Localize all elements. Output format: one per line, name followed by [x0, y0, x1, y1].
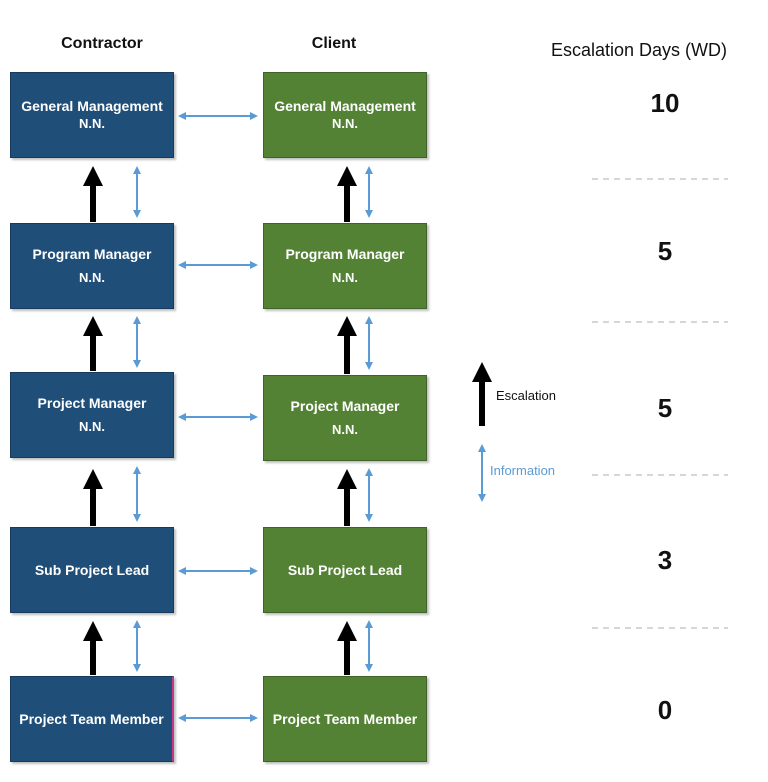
- box-name: N.N.: [332, 422, 358, 437]
- contractor-header: Contractor: [61, 35, 143, 52]
- contractor-project-manager-box: Project Manager N.N.: [10, 372, 174, 458]
- box-title: Sub Project Lead: [34, 561, 150, 578]
- legend-escalation-label: Escalation: [496, 388, 556, 403]
- box-name: N.N.: [332, 116, 358, 131]
- box-title: General Management: [21, 98, 163, 114]
- horizontal-information-arrows: [178, 112, 258, 722]
- client-header: Client: [311, 35, 357, 52]
- box-title: General Management: [274, 98, 416, 114]
- box-title: Project Team Member: [272, 710, 418, 727]
- client-project-team-member-box: Project Team Member: [263, 676, 427, 762]
- escalation-days-header: Escalation Days (WD): [551, 40, 728, 60]
- box-title: Project Manager: [37, 395, 147, 411]
- contractor-sub-project-lead-box: Sub Project Lead: [10, 527, 174, 613]
- box-name: N.N.: [332, 270, 358, 285]
- client-general-management-box: General Management N.N.: [263, 72, 427, 158]
- contractor-general-management-box: General Management N.N.: [10, 72, 174, 158]
- box-title: Program Manager: [32, 246, 152, 262]
- escalation-dividers: [592, 178, 728, 629]
- box-title: Project Manager: [290, 398, 400, 414]
- box-name: N.N.: [79, 270, 105, 285]
- client-sub-project-lead-box: Sub Project Lead: [263, 527, 427, 613]
- box-title: Project Team Member: [19, 710, 164, 727]
- contractor-program-manager-box: Program Manager N.N.: [10, 223, 174, 309]
- escalation-days-sub-project-lead: 3: [657, 545, 673, 575]
- box-title: Program Manager: [285, 246, 405, 262]
- client-program-manager-box: Program Manager N.N.: [263, 223, 427, 309]
- contractor-project-team-member-box: Project Team Member: [10, 676, 174, 762]
- escalation-days-project-team-member: 0: [657, 695, 673, 725]
- escalation-days-general-management: 10: [650, 88, 680, 118]
- escalation-days-project-manager: 5: [657, 393, 673, 423]
- box-name: N.N.: [79, 419, 105, 434]
- box-name: N.N.: [79, 116, 105, 131]
- legend-information-label: Information: [490, 463, 556, 478]
- box-title: Sub Project Lead: [287, 561, 403, 578]
- escalation-days-program-manager: 5: [657, 236, 673, 266]
- client-project-manager-box: Project Manager N.N.: [263, 375, 427, 461]
